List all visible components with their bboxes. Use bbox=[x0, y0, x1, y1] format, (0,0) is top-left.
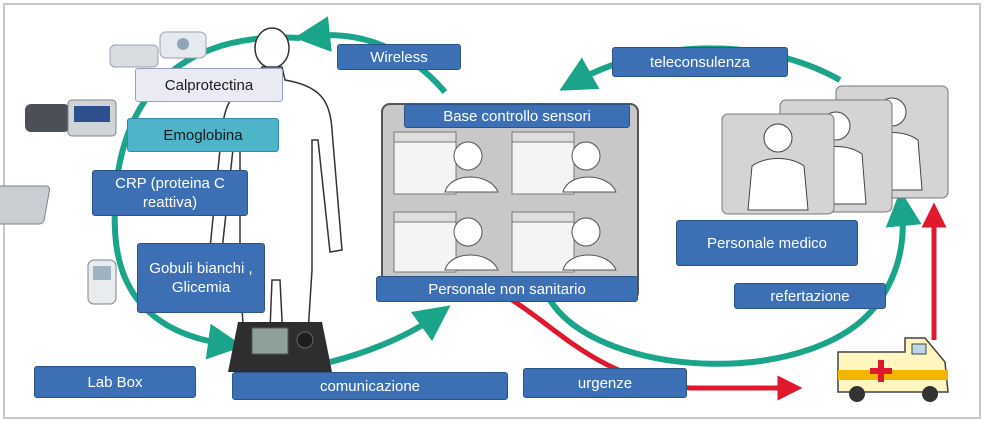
emoglobina-label: Emoglobina bbox=[127, 118, 279, 152]
personale-medico-label: Personale medico bbox=[676, 220, 858, 266]
gobuli-label: Gobuli bianchi , Glicemia bbox=[137, 243, 265, 313]
ambulance-icon bbox=[837, 337, 949, 402]
blood-pressure-monitor bbox=[25, 104, 70, 132]
crp-device bbox=[0, 185, 51, 225]
operator-3 bbox=[393, 211, 499, 273]
control-panel bbox=[381, 103, 639, 301]
calprotectina-label: Calprotectina bbox=[135, 68, 283, 102]
calprotectina-device bbox=[109, 44, 159, 68]
personale-non-sanitario-label: Personale non sanitario bbox=[376, 276, 638, 302]
doctor-cards bbox=[721, 85, 949, 215]
operator-1 bbox=[393, 131, 499, 195]
operator-2 bbox=[511, 131, 617, 195]
lab-box-label: Lab Box bbox=[34, 366, 196, 398]
comunicazione-label: comunicazione bbox=[232, 372, 508, 400]
base-controllo-label: Base controllo sensori bbox=[404, 104, 630, 128]
operator-4 bbox=[511, 211, 617, 273]
urgenze-label: urgenze bbox=[523, 368, 687, 398]
refertazione-label: refertazione bbox=[734, 283, 886, 309]
crp-label: CRP (proteina C reattiva) bbox=[92, 170, 248, 216]
teleconsulenza-label: teleconsulenza bbox=[612, 47, 788, 77]
doctor-card-1 bbox=[721, 113, 835, 215]
lab-box-device bbox=[228, 322, 332, 372]
wireless-label: Wireless bbox=[337, 44, 461, 70]
medical-devices bbox=[0, 31, 207, 305]
